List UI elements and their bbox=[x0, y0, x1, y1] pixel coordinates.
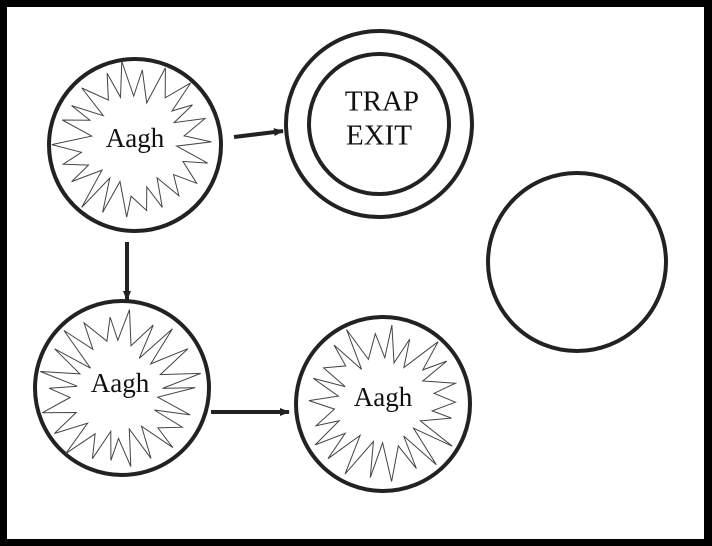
room-diagram: Aagh TRAP EXIT Aagh Aagh bbox=[33, 29, 668, 493]
diagram-canvas: Aagh TRAP EXIT Aagh Aagh bbox=[7, 7, 704, 539]
aagh-room-node-3: Aagh bbox=[294, 315, 472, 493]
node-label-aagh-2: Aagh bbox=[91, 368, 150, 398]
burst-icon bbox=[308, 324, 458, 482]
aagh-room-node-1: Aagh bbox=[47, 57, 223, 233]
empty-room-node bbox=[486, 171, 668, 353]
trap-exit-node: TRAP EXIT bbox=[284, 29, 474, 219]
node-label-aagh-3: Aagh bbox=[354, 382, 413, 412]
edge-arrow-aagh1-to-trap-exit bbox=[233, 128, 284, 139]
aagh-room-node-2: Aagh bbox=[33, 299, 211, 477]
burst-icon bbox=[51, 61, 212, 218]
burst-icon bbox=[40, 309, 201, 467]
trap-exit-label-line2: EXIT bbox=[346, 120, 412, 152]
trap-exit-label-line1: TRAP bbox=[345, 86, 419, 118]
node-label-aagh-1: Aagh bbox=[106, 123, 165, 153]
